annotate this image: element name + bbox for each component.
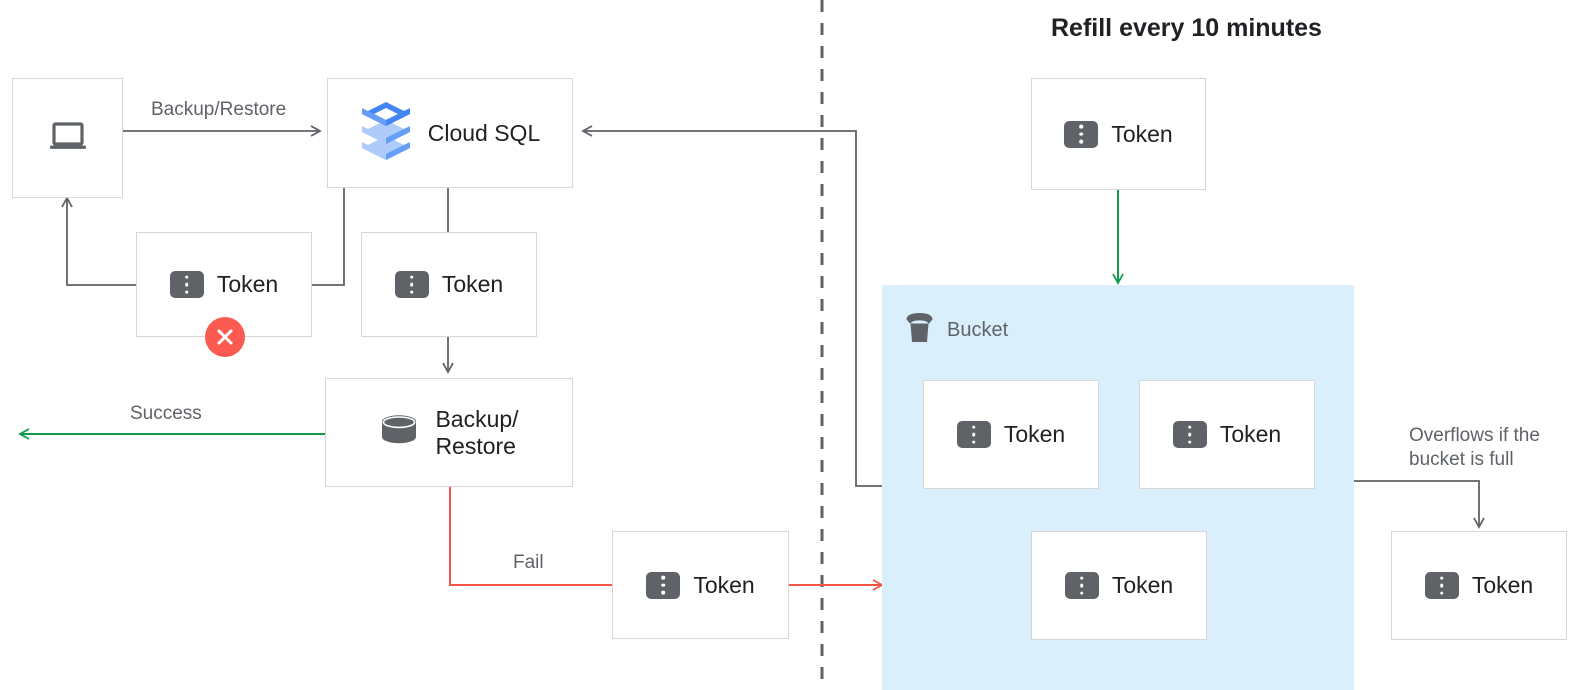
bucket-label: Bucket (947, 318, 1009, 341)
bucket-icon (903, 312, 936, 348)
node-cloud-sql[interactable]: Cloud SQL (327, 78, 573, 188)
node-token-bucket-3[interactable]: Token (1031, 531, 1207, 640)
bucket-header: Bucket (903, 312, 1008, 348)
token-icon (394, 271, 429, 298)
cloud-sql-icon (360, 100, 412, 167)
edge-token-to-client (61, 196, 136, 286)
page-title: Refill every 10 minutes (1051, 14, 1322, 42)
database-icon (379, 413, 419, 452)
node-token-bucket-2[interactable]: Token (1139, 380, 1315, 489)
node-token-bucket-2-label: Token (1219, 421, 1282, 447)
node-token-bucket-1[interactable]: Token (923, 380, 1099, 489)
token-icon (169, 271, 204, 298)
node-token-under-sql[interactable]: Token (361, 232, 537, 337)
token-icon (1172, 421, 1207, 448)
laptop-icon (48, 120, 88, 157)
node-token-bucket-3-label: Token (1111, 572, 1174, 598)
node-token-overflow-label: Token (1471, 572, 1534, 598)
node-token-bucket-1-label: Token (1003, 421, 1066, 447)
node-token-under-sql-label: Token (441, 271, 504, 297)
node-token-fail-left-label: Token (216, 271, 279, 297)
node-client[interactable] (12, 78, 123, 198)
edge-label-success: Success (130, 403, 202, 424)
error-x-icon (205, 317, 245, 357)
token-icon (646, 571, 681, 599)
token-icon (1064, 120, 1099, 148)
node-token-refill[interactable]: Token (1031, 78, 1206, 190)
token-icon (1424, 572, 1459, 599)
edge-label-overflow: Overflows if the bucket is full (1409, 425, 1540, 471)
edge-sql-to-token-fail (312, 188, 345, 286)
node-backup-restore-label: Backup/ Restore (435, 405, 519, 459)
node-token-overflow[interactable]: Token (1391, 531, 1567, 640)
node-token-fail-path[interactable]: Token (612, 531, 789, 639)
token-icon (1064, 572, 1099, 599)
token-icon (956, 421, 991, 448)
edge-bucket-to-sql (581, 125, 882, 487)
node-token-fail-path-label: Token (693, 571, 755, 598)
node-token-refill-label: Token (1111, 120, 1173, 147)
edge-overflow (1354, 480, 1485, 529)
edge-label-fail: Fail (513, 552, 544, 573)
node-backup-restore[interactable]: Backup/ Restore (325, 378, 573, 487)
edge-label-backup-restore: Backup/Restore (151, 99, 287, 120)
node-cloud-sql-label: Cloud SQL (427, 119, 541, 146)
